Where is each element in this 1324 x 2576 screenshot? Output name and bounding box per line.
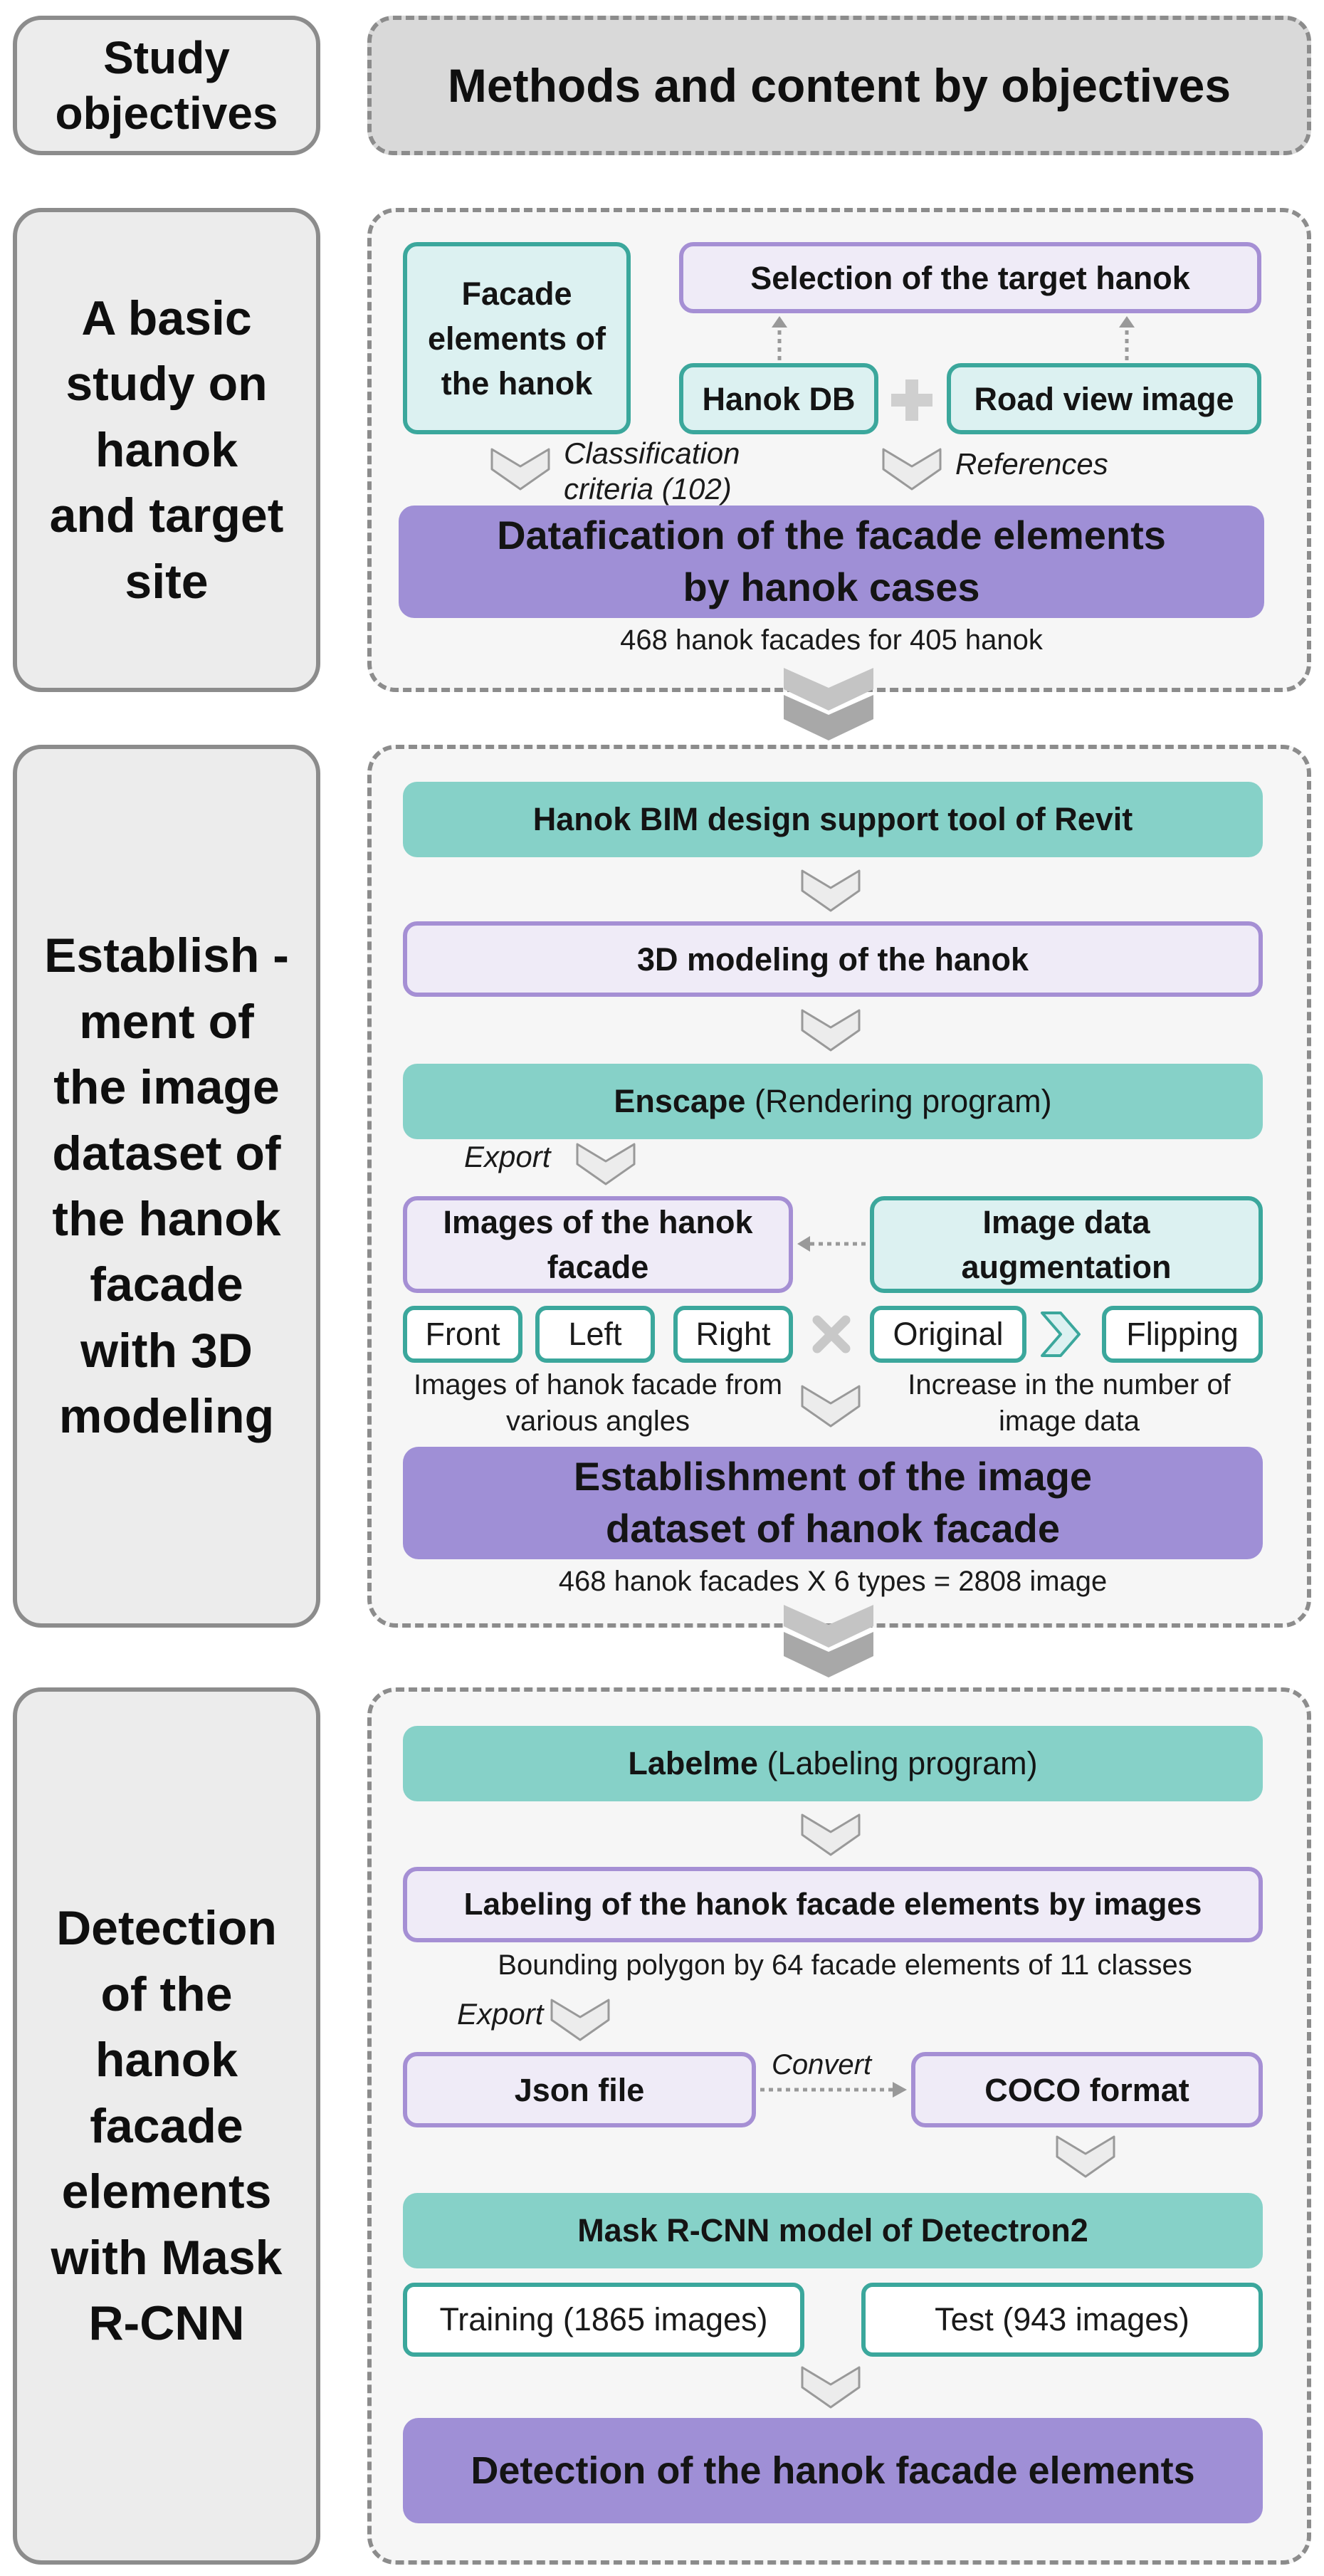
labelme-label: Labelme (Labeling program)	[628, 1745, 1038, 1781]
aug-original-box: Original	[870, 1306, 1026, 1363]
selection-label: Selection of the target hanok	[750, 259, 1190, 296]
labelme-box: Labelme (Labeling program)	[403, 1726, 1263, 1801]
selection-box: Selection of the target hanok	[679, 242, 1261, 313]
training-box: Training (1865 images)	[403, 2283, 804, 2357]
header-objectives-label: Study objectives	[55, 31, 278, 139]
chevron-down-icon	[1056, 2135, 1115, 2178]
polygon-note: Bounding polygon by 64 facade elements o…	[498, 1949, 1192, 1981]
bim-tool-box: Hanok BIM design support tool of Revit	[403, 782, 1263, 857]
augmentation-box: Image data augmentation	[870, 1196, 1263, 1293]
json-file-box: Json file	[403, 2052, 756, 2127]
facade-elements-label: Facade elements of the hanok	[427, 275, 606, 402]
test-box: Test (943 images)	[861, 2283, 1263, 2357]
labeling-label: Labeling of the hanok facade elements by…	[463, 1887, 1202, 1922]
section-1-caption: 468 hanok facades for 405 hanok	[620, 624, 1043, 656]
chevron-right-icon	[1041, 1311, 1081, 1357]
angle-right-box: Right	[673, 1306, 793, 1363]
datafication-box: Datafication of the facade elements by h…	[399, 506, 1264, 618]
detection-box: Detection of the hanok facade elements	[403, 2418, 1263, 2523]
coco-format-box: COCO format	[911, 2052, 1263, 2127]
modeling-box: 3D modeling of the hanok	[403, 921, 1263, 997]
establishment-label: Establishment of the image dataset of ha…	[573, 1454, 1093, 1551]
chevron-down-icon	[801, 2366, 861, 2409]
angles-note: Images of hanok facade from various angl…	[413, 1369, 783, 1438]
section-connector-icon	[784, 1605, 873, 1677]
detection-label: Detection of the hanok facade elements	[471, 2449, 1195, 2492]
aug-flipping-box: Flipping	[1102, 1306, 1263, 1363]
convert-note: Convert	[772, 2049, 872, 2080]
dotted-arrow-up-icon	[772, 316, 787, 360]
test-label: Test (943 images)	[935, 2301, 1189, 2337]
chevron-down-icon	[576, 1143, 636, 1185]
bim-tool-label: Hanok BIM design support tool of Revit	[532, 801, 1133, 837]
classification-note: Classification criteria (102)	[564, 436, 740, 506]
road-view-box: Road view image	[947, 363, 1261, 434]
chevron-down-icon	[490, 448, 550, 491]
images-facade-label: Images of the hanok facade	[443, 1204, 753, 1285]
images-facade-box: Images of the hanok facade	[403, 1196, 793, 1293]
augmentation-label: Image data augmentation	[961, 1204, 1172, 1285]
chevron-down-icon	[801, 1813, 861, 1856]
labeling-box: Labeling of the hanok facade elements by…	[403, 1867, 1263, 1942]
chevron-down-icon	[801, 869, 861, 912]
dotted-arrow-right-icon	[760, 2082, 907, 2098]
objective-3-box: Detection of the hanok facade elements w…	[13, 1687, 320, 2565]
objective-2-label: Establish -ment of the image dataset of …	[44, 928, 289, 1444]
section-connector-icon	[784, 668, 873, 740]
json-file-label: Json file	[514, 2071, 645, 2108]
chevron-down-icon	[882, 448, 942, 491]
dotted-arrow-up-icon	[1119, 316, 1135, 360]
angle-left-box: Left	[535, 1306, 655, 1363]
header-methods-label: Methods and content by objectives	[447, 59, 1231, 112]
chevron-down-icon	[801, 1385, 861, 1428]
header-objectives-box: Study objectives	[13, 16, 320, 155]
hanok-db-label: Hanok DB	[702, 380, 856, 417]
aug-note: Increase in the number of image data	[908, 1369, 1231, 1438]
objective-3-label: Detection of the hanok facade elements w…	[51, 1901, 283, 2351]
chevron-down-icon	[550, 1999, 610, 2041]
datafication-label: Datafication of the facade elements by h…	[497, 513, 1166, 609]
chevron-down-icon	[801, 1009, 861, 1052]
modeling-label: 3D modeling of the hanok	[636, 941, 1029, 978]
dotted-arrow-left-icon	[797, 1236, 866, 1252]
header-methods-box: Methods and content by objectives	[367, 16, 1311, 155]
hanok-db-box: Hanok DB	[679, 363, 878, 434]
coco-format-label: COCO format	[984, 2071, 1189, 2108]
objective-1-label: A basic study on hanok and target site	[49, 290, 284, 609]
objective-1-box: A basic study on hanok and target site	[13, 208, 320, 692]
establishment-box: Establishment of the image dataset of ha…	[403, 1447, 1263, 1559]
export-note: Export	[464, 1140, 551, 1173]
enscape-label: Enscape (Rendering program)	[614, 1083, 1052, 1119]
references-note: References	[955, 447, 1108, 481]
multiply-icon	[812, 1315, 851, 1354]
export-note: Export	[457, 1997, 544, 2031]
road-view-label: Road view image	[974, 380, 1234, 417]
mask-rcnn-label: Mask R-CNN model of Detectron2	[577, 2212, 1088, 2248]
section-2-caption: 468 hanok facades X 6 types = 2808 image	[558, 1566, 1108, 1597]
angle-front-box: Front	[403, 1306, 522, 1363]
mask-rcnn-box: Mask R-CNN model of Detectron2	[403, 2193, 1263, 2268]
enscape-box: Enscape (Rendering program)	[403, 1064, 1263, 1139]
facade-elements-box: Facade elements of the hanok	[403, 242, 631, 434]
objective-2-box: Establish -ment of the image dataset of …	[13, 745, 320, 1628]
plus-icon	[891, 379, 932, 421]
training-label: Training (1865 images)	[439, 2301, 768, 2337]
